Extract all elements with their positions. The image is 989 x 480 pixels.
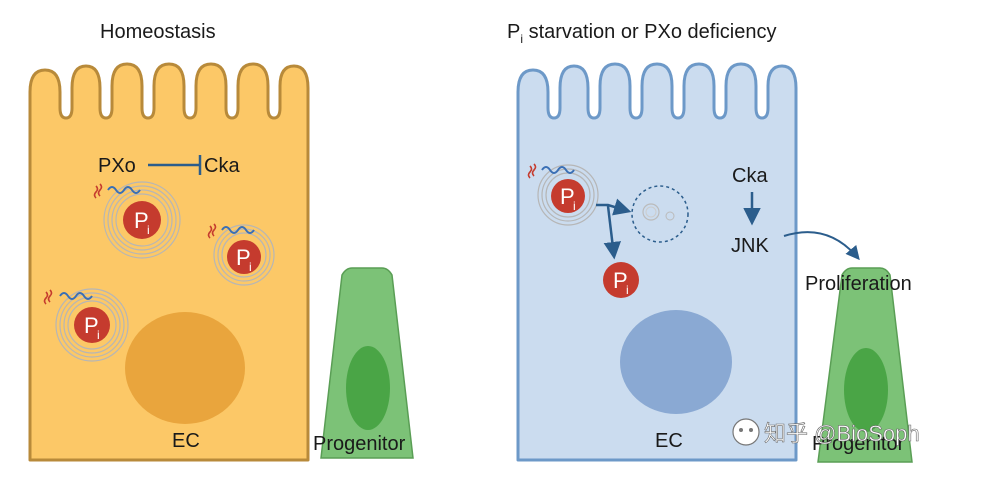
- starvation-panel: Pi starvation or PXo deficiency P i P i: [507, 21, 913, 463]
- homeostasis-panel: Homeostasis PXo Cka P i P i: [28, 21, 414, 462]
- ec-nucleus-right: [620, 310, 732, 414]
- transporter-icon: [59, 292, 93, 300]
- svg-text:P: P: [134, 208, 149, 233]
- pi-dot-2: [227, 240, 261, 274]
- svg-text:i: i: [97, 328, 100, 342]
- pxo-body-3: P i: [43, 288, 129, 362]
- pxo-body-1: P i: [93, 181, 181, 259]
- transporter-icon: [541, 166, 575, 174]
- homeostasis-title: Homeostasis: [100, 21, 216, 43]
- free-pi-dot: [603, 262, 639, 298]
- pi-dot-1: [123, 201, 161, 239]
- pi-dot-3: [74, 307, 110, 343]
- cka-label-left: Cka: [204, 155, 240, 177]
- degraded-pxo-body: [631, 185, 689, 243]
- watermark-text: 知乎 @BioSoph: [764, 421, 920, 446]
- svg-text:P: P: [236, 245, 251, 270]
- svg-text:i: i: [147, 223, 150, 237]
- jnk-label: JNK: [731, 235, 769, 257]
- wechat-icon: [732, 418, 760, 446]
- progenitor-nucleus-right: [844, 348, 888, 432]
- ec-nucleus-left: [125, 312, 245, 424]
- cka-label-right: Cka: [732, 165, 768, 187]
- pxo-body-2: P i: [207, 223, 275, 286]
- progenitor-nucleus-left: [346, 346, 390, 430]
- transporter-icon: [107, 186, 141, 194]
- transporter-icon: [221, 226, 255, 234]
- svg-text:P: P: [84, 313, 99, 338]
- arrow-to-free-pi: [603, 205, 622, 260]
- proliferation-label: Proliferation: [805, 273, 912, 295]
- starvation-title: Pi starvation or PXo deficiency: [507, 21, 776, 46]
- pxo-body-starved: P i: [527, 163, 599, 226]
- pi-dot-starved: [551, 179, 585, 213]
- svg-text:i: i: [573, 199, 576, 213]
- svg-text:P: P: [560, 184, 575, 209]
- jnk-to-proliferation-arrow: [783, 231, 860, 261]
- watermark: 知乎 @BioSoph: [732, 418, 920, 446]
- ec-label-right: EC: [655, 430, 683, 452]
- svg-text:i: i: [249, 260, 252, 274]
- ec-label-left: EC: [172, 430, 200, 452]
- progenitor-label-left: Progenitor: [313, 433, 406, 455]
- progenitor-label-right: Progenitor: [812, 433, 905, 455]
- pxo-label: PXo: [98, 155, 136, 177]
- arrow-to-degraded-body: [596, 198, 632, 216]
- svg-text:i: i: [626, 283, 629, 297]
- free-pi-label: P: [613, 268, 628, 293]
